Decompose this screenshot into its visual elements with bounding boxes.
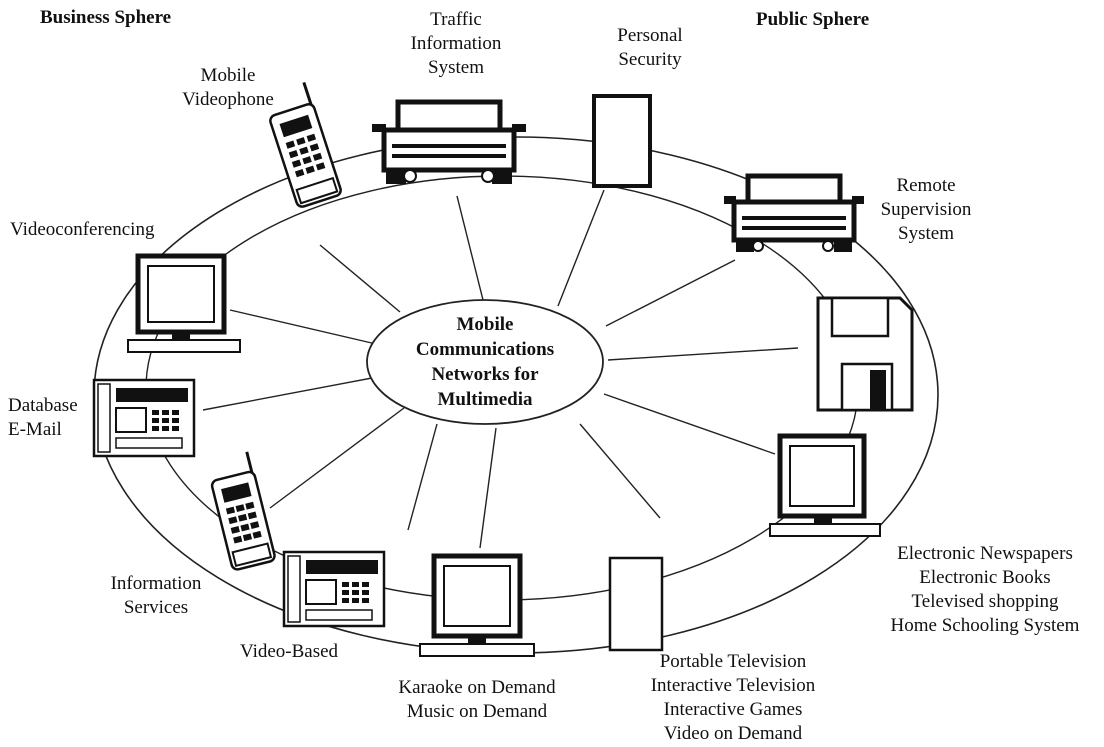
spoke-traffic bbox=[456, 195, 485, 305]
label-line: System bbox=[898, 223, 954, 244]
label-database-email: Database E-Mail bbox=[8, 394, 78, 442]
hub-line: Mobile bbox=[456, 314, 514, 335]
hub-line: Networks for bbox=[431, 364, 539, 385]
label-line: Home Schooling System bbox=[890, 615, 1080, 636]
label-line: Televised shopping bbox=[911, 591, 1059, 612]
portable-device-icon bbox=[608, 556, 664, 652]
monitor-icon bbox=[769, 433, 881, 537]
car-icon bbox=[372, 99, 526, 184]
label-line: Videoconferencing bbox=[10, 219, 155, 240]
label-information-services: Information Services bbox=[96, 572, 216, 620]
spoke-videophone bbox=[319, 244, 401, 313]
label-line: Video on Demand bbox=[663, 723, 803, 744]
label-line: System bbox=[428, 57, 484, 78]
label-line: Mobile bbox=[200, 65, 256, 86]
label-line: Video-Based bbox=[240, 641, 339, 662]
mobile-phone-icon bbox=[210, 451, 276, 571]
label-remote-supervision-system: Remote Supervision System bbox=[870, 174, 982, 246]
monitor-icon bbox=[419, 553, 535, 657]
car-icon bbox=[724, 173, 864, 252]
label-line: Traffic bbox=[430, 9, 482, 30]
label-line: Services bbox=[123, 597, 189, 618]
spoke-newspapers bbox=[603, 393, 776, 455]
hub-line: Communications bbox=[415, 339, 555, 360]
hub-line: Multimedia bbox=[437, 389, 533, 410]
spoke-infoservices bbox=[269, 407, 405, 509]
label-video-based: Video-Based bbox=[240, 640, 338, 664]
label-line: Portable Television bbox=[659, 651, 807, 672]
terminal-icon bbox=[282, 550, 386, 628]
spoke-security bbox=[557, 189, 605, 307]
terminal-icon bbox=[92, 378, 196, 458]
spoke-karaoke bbox=[479, 427, 497, 549]
security-device-icon bbox=[592, 94, 652, 188]
mobile-phone-icon bbox=[269, 81, 342, 208]
hub-ellipse bbox=[366, 299, 604, 425]
label-line: Database bbox=[8, 395, 78, 416]
label-portable-television: Portable Television Interactive Televisi… bbox=[628, 650, 838, 746]
spokes bbox=[202, 189, 799, 549]
monitor-icon bbox=[127, 253, 241, 353]
spoke-videobased bbox=[407, 423, 438, 531]
label-line: E-Mail bbox=[8, 419, 62, 440]
label-line: Interactive Games bbox=[663, 699, 803, 720]
label-line: Remote bbox=[896, 175, 956, 196]
public-sphere-heading: Public Sphere bbox=[756, 9, 870, 30]
label-line: Music on Demand bbox=[406, 701, 548, 722]
label-electronic-newspapers: Electronic Newspapers Electronic Books T… bbox=[868, 542, 1102, 638]
label-mobile-videophone: Mobile Videophone bbox=[168, 64, 288, 112]
label-line: Karaoke on Demand bbox=[398, 677, 556, 698]
business-sphere-heading: Business Sphere bbox=[40, 7, 172, 28]
label-line: Information bbox=[110, 573, 202, 594]
label-traffic-information-system: Traffic Information System bbox=[400, 8, 512, 80]
hub-label: Mobile Communications Networks for Multi… bbox=[372, 300, 598, 424]
label-line: Supervision bbox=[880, 199, 972, 220]
spoke-database-right bbox=[607, 347, 799, 361]
label-personal-security: Personal Security bbox=[598, 24, 702, 72]
label-line: Security bbox=[618, 49, 682, 70]
label-line: Electronic Newspapers bbox=[897, 543, 1073, 564]
label-videoconferencing: Videoconferencing bbox=[10, 218, 154, 242]
label-line: Interactive Television bbox=[650, 675, 816, 696]
spoke-portable bbox=[579, 423, 661, 519]
spoke-database bbox=[202, 377, 373, 411]
floppy-disk-icon bbox=[816, 296, 914, 412]
label-line: Electronic Books bbox=[919, 567, 1051, 588]
label-line: Videophone bbox=[182, 89, 274, 110]
label-line: Personal bbox=[617, 25, 683, 46]
spoke-remote bbox=[605, 259, 736, 327]
label-karaoke-on-demand: Karaoke on Demand Music on Demand bbox=[374, 676, 580, 724]
spoke-videoconf bbox=[229, 309, 377, 345]
label-line: Information bbox=[410, 33, 502, 54]
